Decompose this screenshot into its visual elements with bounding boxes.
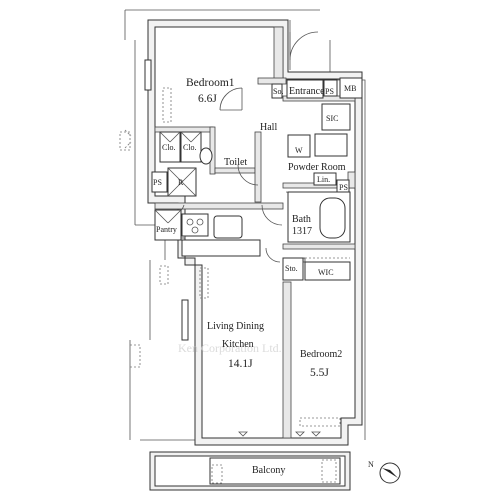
- ps-entrance-label: PS: [325, 87, 334, 96]
- ps-entrance-box: [323, 79, 338, 97]
- bath-size: 1317: [292, 226, 312, 237]
- wic-label: WIC: [318, 268, 334, 277]
- sic-label: SIC: [326, 114, 338, 123]
- windows: [144, 59, 341, 437]
- bathtub: [319, 197, 346, 239]
- watermark: Ken Corporation Ltd.: [178, 341, 282, 355]
- living-name-line1: Living Dining: [207, 321, 264, 332]
- pantry: [154, 209, 182, 241]
- bedroom1-size: 6.6J: [198, 93, 217, 105]
- wash-basin: [314, 133, 348, 157]
- balcony-label: Balcony: [252, 465, 285, 476]
- north-label: N: [368, 460, 374, 469]
- so-label: So.: [273, 87, 283, 96]
- lin-box: [313, 172, 337, 186]
- so-box: [271, 83, 283, 99]
- hall-label: Hall: [260, 122, 277, 133]
- sic-box: [321, 103, 351, 131]
- closets: [159, 131, 202, 163]
- pantry-label: Pantry: [156, 225, 177, 234]
- closet-label-2: Clo.: [183, 143, 197, 152]
- entrance-label: Entrance: [289, 86, 325, 97]
- closet-label-1: Clo.: [162, 143, 176, 152]
- entrance-floor: [286, 79, 324, 99]
- bedroom1-name: Bedroom1: [186, 77, 235, 89]
- mb-box: [339, 77, 363, 99]
- ps-box-left: [151, 171, 168, 193]
- bath-name: Bath: [292, 214, 311, 225]
- toilet-bowl: [199, 147, 213, 165]
- lin-label: Lin.: [317, 175, 330, 184]
- toilet-label: Toilet: [224, 157, 247, 168]
- north-arrow: N: [368, 460, 401, 484]
- mb-label: MB: [344, 84, 356, 93]
- bedroom2-name: Bedroom2: [300, 349, 342, 360]
- kitchen-sink: [213, 215, 243, 239]
- w-label: W: [295, 146, 303, 155]
- living-size: 14.1J: [228, 358, 253, 370]
- ps-powder-label: PS: [339, 183, 348, 192]
- refrigerator-label: R: [178, 178, 184, 187]
- storage-box: [282, 257, 304, 281]
- powder-room-label: Powder Room: [288, 162, 346, 173]
- bedroom2-size: 5.5J: [310, 367, 329, 379]
- ps-left-label: PS: [153, 178, 162, 187]
- storage-label: Sto.: [285, 264, 298, 273]
- wic-box: [304, 261, 351, 281]
- washing-machine: [287, 134, 311, 158]
- kitchen-counter: [181, 239, 261, 257]
- living-name-line2: Kitchen: [222, 339, 254, 350]
